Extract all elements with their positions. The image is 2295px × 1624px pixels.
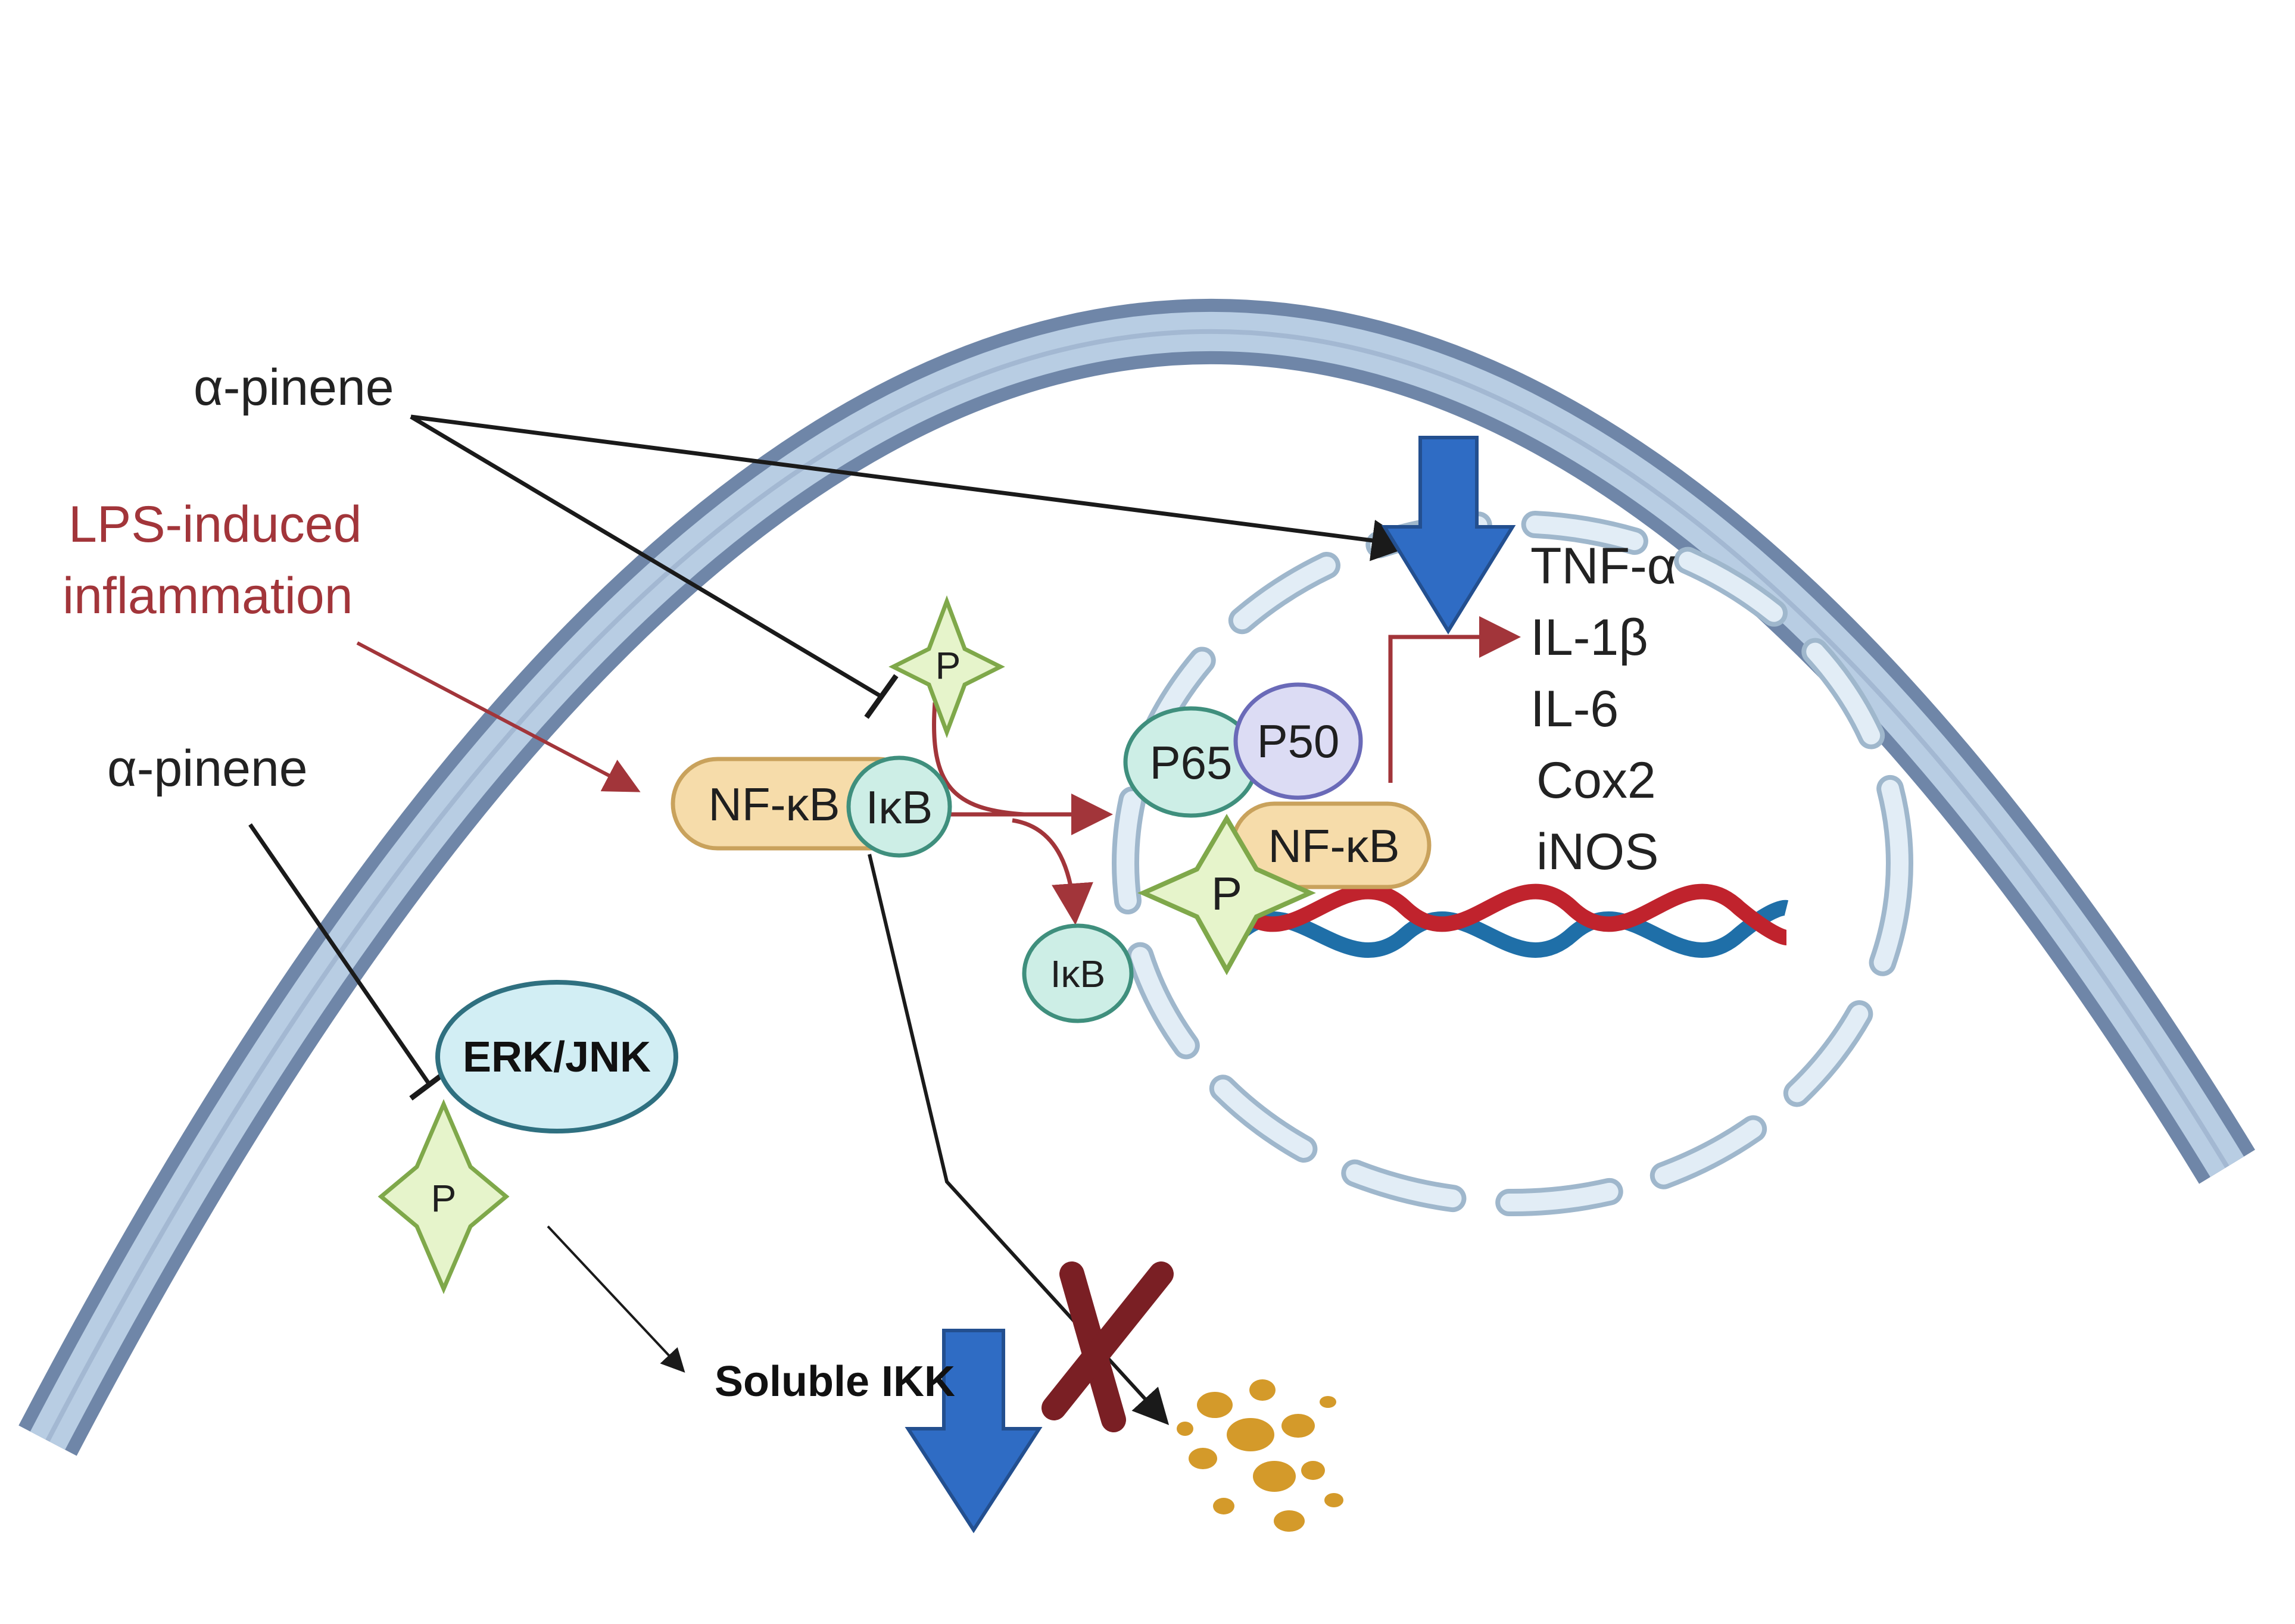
cytokine-il6: IL-6 bbox=[1530, 680, 1619, 738]
erk-jnk: ERK/JNK bbox=[435, 980, 678, 1133]
nfkb-cytoplasm-label: NF-κB bbox=[709, 778, 840, 830]
cell-membrane bbox=[18, 298, 2255, 1456]
lps-label-line1: LPS-induced bbox=[68, 496, 361, 553]
down-arrow-icon bbox=[1381, 436, 1516, 635]
nucleus-envelope bbox=[1112, 510, 1913, 1216]
alpha-pinene-top-label: α-pinene bbox=[194, 359, 394, 416]
transcription-arrow bbox=[1388, 616, 1521, 783]
p-erk-label: P bbox=[431, 1177, 457, 1220]
nfkb-translocation-arrows bbox=[932, 702, 1113, 925]
erk-to-ikk-arrow bbox=[547, 1225, 685, 1373]
ikb-free-label: IκB bbox=[1050, 952, 1105, 995]
cytokine-inos: iNOS bbox=[1536, 823, 1658, 880]
nfkb-nucleus-label: NF-κB bbox=[1268, 820, 1400, 872]
ikb-free: IκB bbox=[1022, 923, 1134, 1023]
p-nucleus-label: P bbox=[1211, 867, 1242, 920]
ikb-bound-label: IκB bbox=[866, 781, 933, 833]
inhibition-bar-icon bbox=[864, 674, 899, 719]
p-cytoplasm-label: P bbox=[936, 644, 961, 687]
ikb-bound-circle bbox=[846, 755, 952, 858]
cytokine-tnf: TNF-α bbox=[1530, 538, 1677, 595]
phosphate-star-icon: P bbox=[378, 1099, 510, 1294]
alpha-pinene-left-label: α-pinene bbox=[107, 740, 308, 797]
soluble-ikk-label: Soluble IKK bbox=[715, 1358, 955, 1406]
cytokine-il1b: IL-1β bbox=[1530, 609, 1648, 666]
dna-helix-icon bbox=[1233, 883, 1789, 958]
nuclear-nfkb-complex: NF-κB P65 P50 P bbox=[1123, 682, 1432, 976]
cytokine-list: TNF-α IL-1β IL-6 Cox2 iNOS bbox=[1530, 538, 1677, 880]
erk-jnk-label: ERK/JNK bbox=[463, 1033, 651, 1081]
phosphate-star-icon: P bbox=[888, 595, 1005, 738]
lps-label-line2: inflammation bbox=[63, 567, 353, 624]
debris-icon bbox=[1177, 1379, 1343, 1532]
cytokine-cox2: Cox2 bbox=[1536, 752, 1656, 809]
phosphate-star-icon: P bbox=[1137, 814, 1316, 976]
p50-circle bbox=[1233, 682, 1363, 800]
down-arrow-icon bbox=[905, 1329, 1043, 1534]
nfkb-ikb-complex: NF-κB IκB bbox=[671, 755, 952, 858]
x-cross-icon bbox=[1042, 1261, 1174, 1432]
alpha-pinene-top-arrows bbox=[410, 414, 1414, 719]
p50-label: P50 bbox=[1257, 715, 1340, 767]
p65-label: P65 bbox=[1150, 736, 1233, 789]
lps-arrow bbox=[356, 641, 641, 792]
